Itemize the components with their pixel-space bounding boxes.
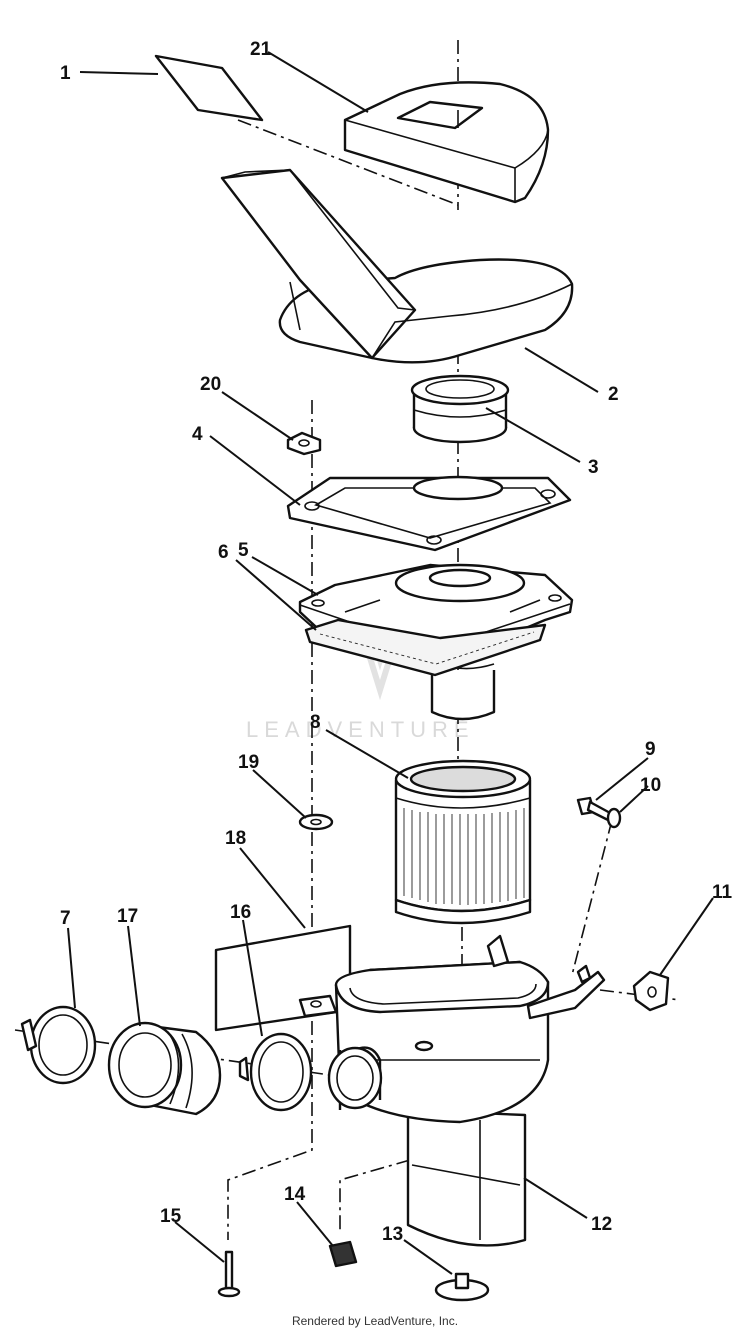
callout-12: 12 <box>591 1214 612 1235</box>
part-17-hose <box>107 1021 222 1116</box>
footer-credit: Rendered by LeadVenture, Inc. <box>291 1314 459 1328</box>
part-16-clamp <box>238 1032 313 1112</box>
callout-8: 8 <box>310 712 321 733</box>
part-6-gasket <box>304 618 547 677</box>
callout-19: 19 <box>238 752 259 773</box>
part-1-tab <box>154 54 264 122</box>
callout-13: 13 <box>382 1224 403 1245</box>
housing-inlet-elbow <box>327 1046 383 1110</box>
callout-7: 7 <box>60 908 71 929</box>
part-7-clamp <box>20 1005 97 1085</box>
callout-2: 2 <box>608 384 619 405</box>
callout-14: 14 <box>284 1184 306 1205</box>
part-21-top-cover <box>343 81 550 204</box>
callout-18: 18 <box>225 828 246 849</box>
part-3-adapter <box>410 374 510 444</box>
callout-4: 4 <box>192 424 203 445</box>
watermark-text: LEADVENTURE <box>246 717 475 742</box>
part-14-plug <box>328 1240 358 1268</box>
callout-labels: 1 21 2 3 20 4 5 6 8 19 9 10 11 18 16 17 … <box>60 39 733 1245</box>
callout-21: 21 <box>250 39 272 60</box>
callout-6: 6 <box>218 542 229 563</box>
callout-3: 3 <box>588 457 599 478</box>
part-15-bolt <box>217 1250 241 1298</box>
callout-9: 9 <box>645 739 656 760</box>
callout-5: 5 <box>238 540 249 561</box>
callout-16: 16 <box>230 902 251 923</box>
part-18-label <box>214 924 352 1032</box>
callout-10: 10 <box>640 775 661 796</box>
leader-lines <box>67 51 714 1275</box>
part-4-gasket-plate <box>286 475 572 552</box>
callout-17: 17 <box>117 906 138 927</box>
part-2-intake-cover <box>220 168 574 364</box>
part-19-washer <box>298 813 334 831</box>
callout-1: 1 <box>60 63 71 84</box>
callout-20: 20 <box>200 374 221 395</box>
part-11-bracket <box>632 970 670 1012</box>
part-10-washer <box>606 807 622 829</box>
part-8-filter-element <box>394 759 532 925</box>
part-20-clip-nut <box>286 431 322 456</box>
part-13-drain-valve <box>434 1272 490 1302</box>
callout-15: 15 <box>160 1206 182 1227</box>
callout-11: 11 <box>712 882 733 903</box>
